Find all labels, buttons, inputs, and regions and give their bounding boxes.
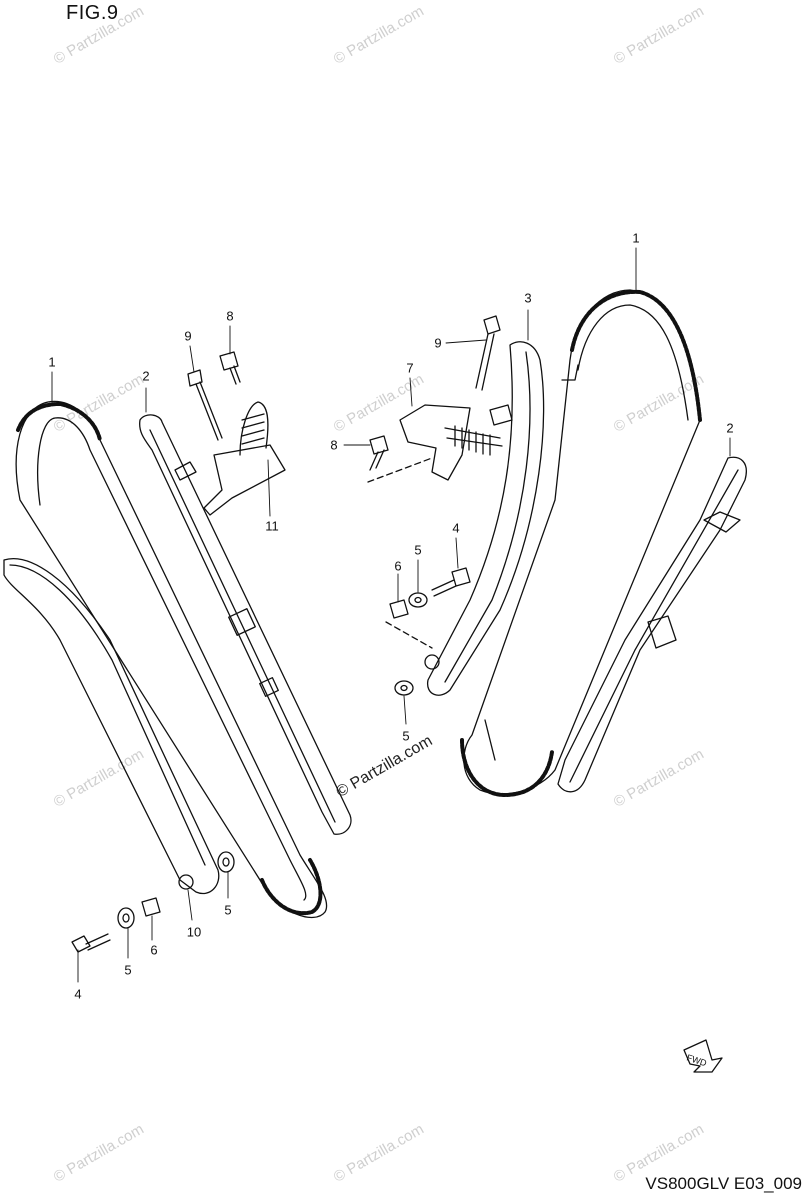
callout-8: 8 [330, 437, 338, 453]
washer-5-right-b-hole [400, 684, 408, 692]
tensioner-right [399, 404, 513, 481]
callout-9: 9 [184, 328, 192, 344]
leader-dashed-8-right [367, 457, 433, 483]
tensioner-adjuster-left [203, 401, 286, 516]
callout-5: 5 [402, 728, 410, 744]
bolt-4-right [431, 567, 471, 597]
washer-5-right-hole [414, 596, 422, 604]
washer-5-left-hole [122, 913, 130, 923]
tensioner-guide-left [139, 414, 352, 835]
callout-3: 3 [524, 290, 532, 306]
callout-1: 1 [632, 230, 640, 246]
callout-2: 2 [726, 420, 734, 436]
leader-dashed-4-right [385, 621, 433, 649]
model-code: VS800GLV E03_009 [645, 1174, 802, 1193]
washer-5-right [408, 592, 428, 608]
washer-5-left-b-hole [222, 857, 230, 867]
bolt-9-right [475, 315, 501, 391]
chain-guide-left [3, 558, 220, 895]
callout-5: 5 [414, 542, 422, 558]
callout-8: 8 [226, 308, 234, 324]
cam-chain-left [15, 400, 328, 919]
spacer-6-right [389, 599, 409, 619]
bolt-9-left [187, 369, 223, 441]
callout-7: 7 [406, 360, 414, 376]
callout-6: 6 [394, 558, 402, 574]
tensioner-guide-right [557, 456, 747, 793]
washer-5-right-b [394, 680, 414, 696]
callout-5: 5 [224, 902, 232, 918]
bolt-8-right [369, 435, 389, 471]
callout-1: 1 [48, 354, 56, 370]
callout-6: 6 [150, 942, 158, 958]
callout-9: 9 [434, 335, 442, 351]
callout-4: 4 [74, 986, 82, 1002]
callout-4: 4 [452, 520, 460, 536]
callout-2: 2 [142, 368, 150, 384]
callout-10: 10 [186, 924, 202, 940]
bolt-4-left [71, 933, 111, 953]
bolt-8-left [219, 351, 241, 385]
spacer-6-left [141, 897, 161, 917]
fwd-arrow-icon: FWD [683, 1039, 723, 1073]
callout-5: 5 [124, 962, 132, 978]
callout-leaders [51, 247, 731, 983]
figure-title: FIG.9 [66, 2, 119, 24]
washer-5-left [117, 907, 135, 929]
cam-chain-right [460, 289, 702, 797]
chain-guide-right [424, 341, 545, 696]
washer-5-left-b [217, 851, 235, 873]
callout-11: 11 [265, 518, 279, 534]
